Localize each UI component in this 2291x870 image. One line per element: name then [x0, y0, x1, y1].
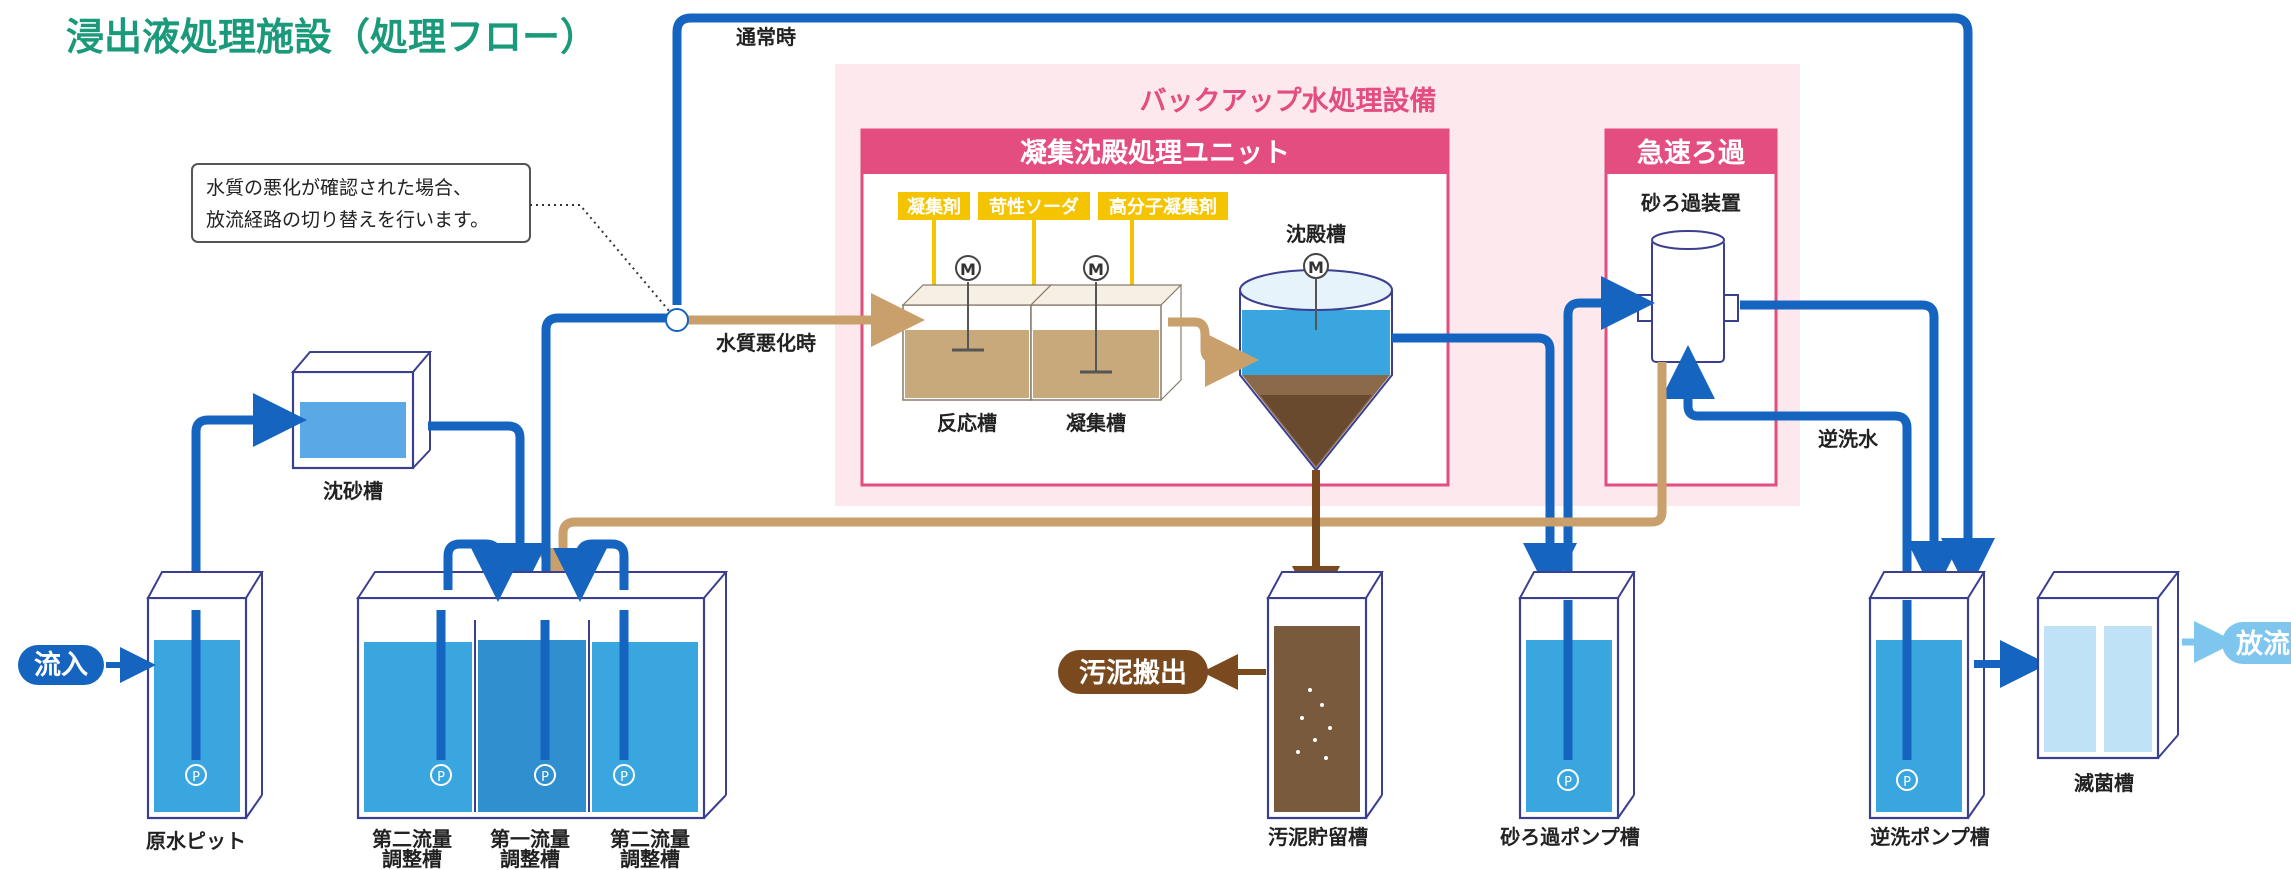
raw-water-pit [146, 571, 264, 820]
chemical-label-polymer: 高分子凝集剤 [1109, 196, 1217, 218]
note-line2: 放流経路の切り替えを行います。 [206, 209, 489, 231]
eq2-left-label-line2: 調整槽 [382, 847, 442, 870]
equalization-outflow-pipe [541, 313, 670, 590]
eq-center-pump-icon [534, 764, 556, 786]
backup-facility-title: バックアップ水処理設備 [1140, 85, 1437, 117]
note-leader-line [530, 204, 671, 313]
sludge-out-badge [1058, 650, 1208, 694]
backwash-water-label: 逆洗水 [1818, 427, 1879, 451]
disinfection-tank-label: 滅菌槽 [2074, 771, 2134, 795]
chemical-tag-coagulant [898, 192, 970, 220]
eq-left-pump-icon [430, 764, 452, 786]
to-settling-pipe [1168, 317, 1259, 387]
inflow-label: 流入 [34, 650, 88, 681]
equalization-tanks [356, 571, 729, 820]
note-line1: 水質の悪化が確認された場合、 [206, 177, 472, 199]
normal-route-label: 通常時 [736, 25, 796, 49]
backwash-water-pipe [1661, 345, 1912, 595]
coagulation-unit-title: 凝集沈殿処理ユニット [1020, 137, 1290, 169]
sand-filter-device-label: 砂ろ過装置 [1641, 191, 1741, 215]
sludge-out-label: 汚泥搬出 [1079, 657, 1187, 689]
eq-right-pump-label: P [620, 770, 628, 785]
normal-route-pipe [672, 13, 1995, 592]
return-pipe [536, 362, 1667, 602]
eq-center-pump-label: P [541, 770, 549, 785]
disinfection-tank [2036, 571, 2181, 760]
switch-valve-icon [665, 308, 689, 332]
eq-transfer-pipe-right [553, 539, 629, 602]
coagulation-unit-header [862, 130, 1448, 174]
backwash-pump-tank [1868, 571, 1986, 820]
eq-right-pump-icon [613, 764, 635, 786]
raw-pit-pump-icon [185, 764, 207, 786]
discharge-label: 放流 [2235, 628, 2290, 660]
chemical-label-coagulant: 凝集剤 [907, 196, 961, 218]
eq2-right-label-line2: 調整槽 [620, 847, 680, 870]
filter-to-backwash-pump-pipe [1740, 300, 1961, 595]
sand-filter-device [1637, 230, 1739, 363]
sludge-storage-label: 汚泥貯留槽 [1268, 825, 1368, 849]
chemical-label-caustic-soda: 苛性ソーダ [989, 196, 1079, 218]
discharge-badge [2222, 622, 2291, 664]
eq1-label-line1: 第一流量 [490, 827, 570, 851]
rapid-filtration-title: 急速ろ過 [1637, 137, 1746, 169]
sand-pump-to-filter-pipe [1563, 276, 1655, 595]
grit-to-equalization-pipe [428, 421, 547, 597]
inflow-badge [18, 645, 104, 685]
eq-left-pump-label: P [437, 770, 445, 785]
coagulation-tank-label: 凝集槽 [1066, 411, 1126, 435]
eq2-right-label-line1: 第二流量 [610, 827, 690, 851]
page-title: 浸出液処理施設（処理フロー） [66, 15, 598, 59]
deterioration-route-label: 水質悪化時 [716, 331, 816, 355]
raw-pit-pump-label: P [192, 770, 200, 785]
sludge-storage-tank [1266, 571, 1384, 820]
backwash-pump-tank-label: 逆洗ポンプ槽 [1870, 825, 1989, 849]
reaction-motor-label: M [960, 260, 976, 279]
sand-pump-icon [1557, 769, 1579, 791]
settling-motor-label: M [1308, 258, 1324, 277]
eq1-label-line2: 調整槽 [500, 847, 560, 870]
backwash-pump-label: P [1903, 775, 1911, 790]
sand-filter-pump-tank [1518, 571, 1636, 820]
coagulation-mixer-motor-icon [1083, 255, 1109, 281]
grit-chamber [290, 351, 433, 470]
eq2-left-label-line1: 第二流量 [372, 827, 452, 851]
settling-tank [1239, 269, 1393, 472]
reaction-mixer-motor-icon [955, 255, 981, 281]
chemical-tag-caustic-soda [978, 192, 1090, 220]
backwash-pump-icon [1896, 769, 1918, 791]
raw-to-grit-pipe [191, 393, 307, 590]
reaction-tank-label: 反応槽 [937, 411, 997, 435]
eq-transfer-pipe-left [443, 539, 525, 602]
grit-chamber-label: 沈砂槽 [323, 479, 383, 503]
coagulation-motor-label: M [1088, 260, 1104, 279]
raw-water-pit-label: 原水ピット [146, 829, 246, 853]
rapid-filtration-header [1606, 130, 1776, 174]
sand-filter-pump-label: 砂ろ過ポンプ槽 [1500, 825, 1639, 849]
settling-to-sand-pump-pipe [1392, 333, 1577, 597]
chemical-tag-polymer [1098, 192, 1228, 220]
sand-pump-label: P [1564, 775, 1572, 790]
reaction-and-coagulation-tanks [901, 282, 1183, 401]
note-box [191, 163, 531, 243]
settling-tank-label: 沈殿槽 [1286, 222, 1346, 246]
